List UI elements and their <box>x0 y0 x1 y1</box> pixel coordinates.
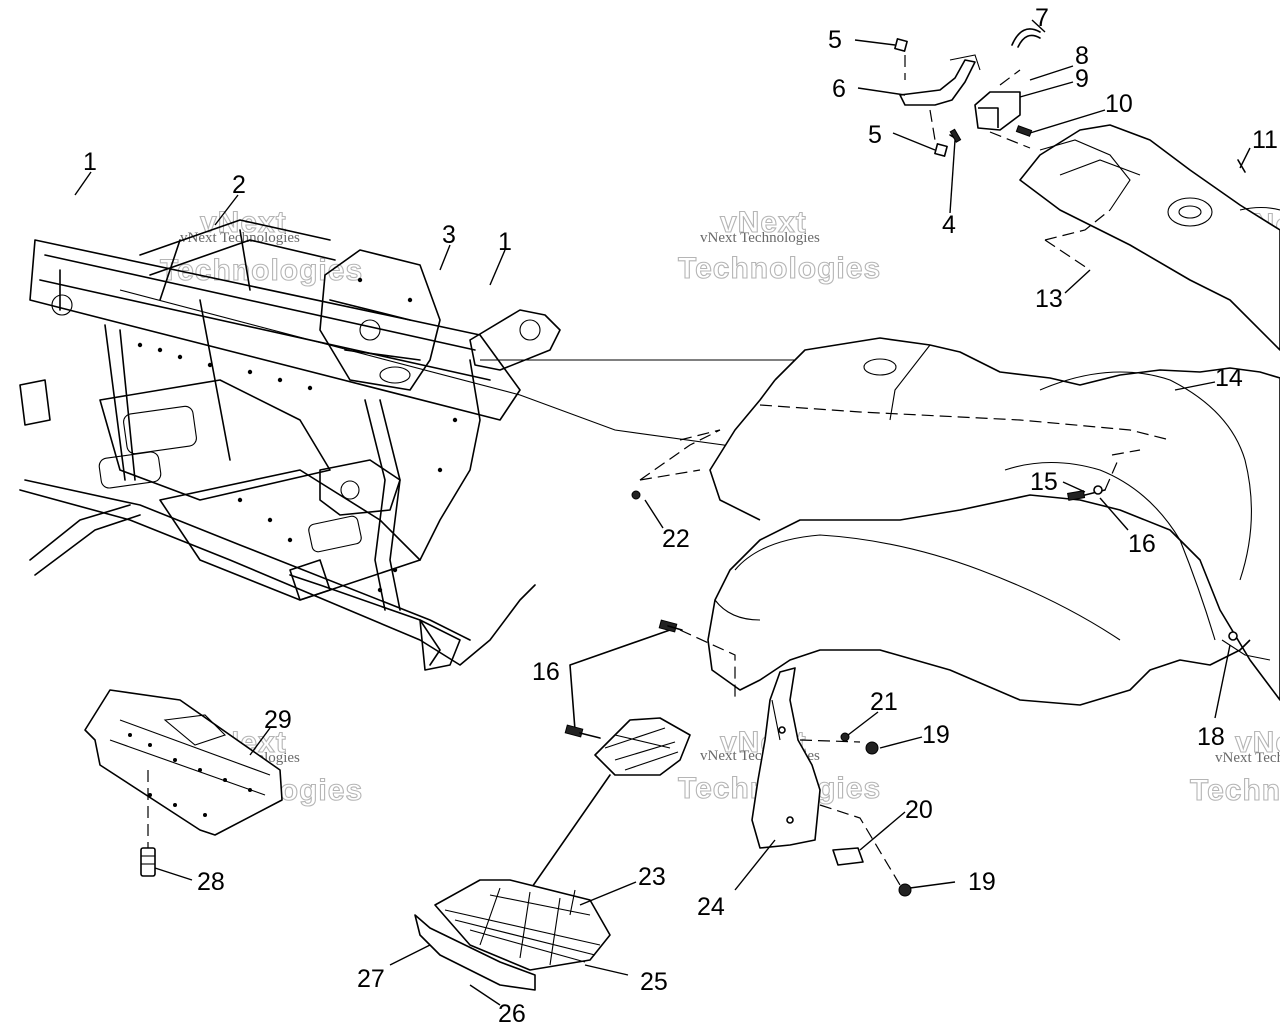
callout-4: 4 <box>942 211 956 239</box>
callout-28: 28 <box>197 868 225 896</box>
callout-27: 27 <box>357 965 385 993</box>
skid-plate <box>84 689 283 877</box>
callout-1: 1 <box>498 228 512 256</box>
watermark-technologies: Technologies <box>678 252 881 285</box>
callout-24: 24 <box>697 893 725 921</box>
watermark-text: vNext Technologies <box>180 230 300 246</box>
callout-14: 14 <box>1215 364 1243 392</box>
callout-23: 23 <box>638 863 666 891</box>
callout-16: 16 <box>532 658 560 686</box>
callout-13: 13 <box>1035 285 1063 313</box>
watermark-vnext: vNext <box>720 206 807 239</box>
callout-18: 18 <box>1197 723 1225 751</box>
callout-11: 11 <box>1252 126 1278 154</box>
watermark-vnext: vNext <box>200 206 287 239</box>
callout-25: 25 <box>640 968 668 996</box>
callout-3: 3 <box>442 221 456 249</box>
front-fender <box>631 337 1280 706</box>
callout-6: 6 <box>832 75 846 103</box>
callout-21: 21 <box>870 688 898 716</box>
callout-1: 1 <box>83 148 97 176</box>
callout-2: 2 <box>232 171 246 199</box>
mud-flap-assembly <box>751 667 912 897</box>
callout-9: 9 <box>1075 65 1089 93</box>
callout-10: 10 <box>1105 90 1133 118</box>
rear-fender-panel <box>1019 124 1280 351</box>
callout-29: 29 <box>264 706 292 734</box>
callout-7: 7 <box>1035 4 1049 32</box>
callout-26: 26 <box>498 1000 526 1024</box>
footrest-assembly <box>414 619 736 991</box>
leader-lines <box>74 19 1251 1006</box>
watermark-vnext: vNext <box>1235 726 1280 759</box>
callout-19: 19 <box>968 868 996 896</box>
watermark-technologies: Technologies <box>1190 774 1280 807</box>
callout-20: 20 <box>905 796 933 824</box>
atv-frame <box>19 219 800 671</box>
callout-5: 5 <box>868 121 882 149</box>
callout-16: 16 <box>1128 530 1156 558</box>
callout-numbers: 1 2 3 1 4 5 5 6 7 8 9 10 11 13 14 15 16 … <box>83 4 1278 1024</box>
callout-15: 15 <box>1030 468 1058 496</box>
watermark-text: vNext Technologies <box>700 230 820 246</box>
callout-19: 19 <box>922 721 950 749</box>
rear-bracket-assembly <box>894 28 1246 173</box>
callout-5: 5 <box>828 26 842 54</box>
callout-22: 22 <box>662 525 690 553</box>
callout-8: 8 <box>1075 42 1089 70</box>
watermark-text: vNext Technologies <box>1215 750 1280 766</box>
